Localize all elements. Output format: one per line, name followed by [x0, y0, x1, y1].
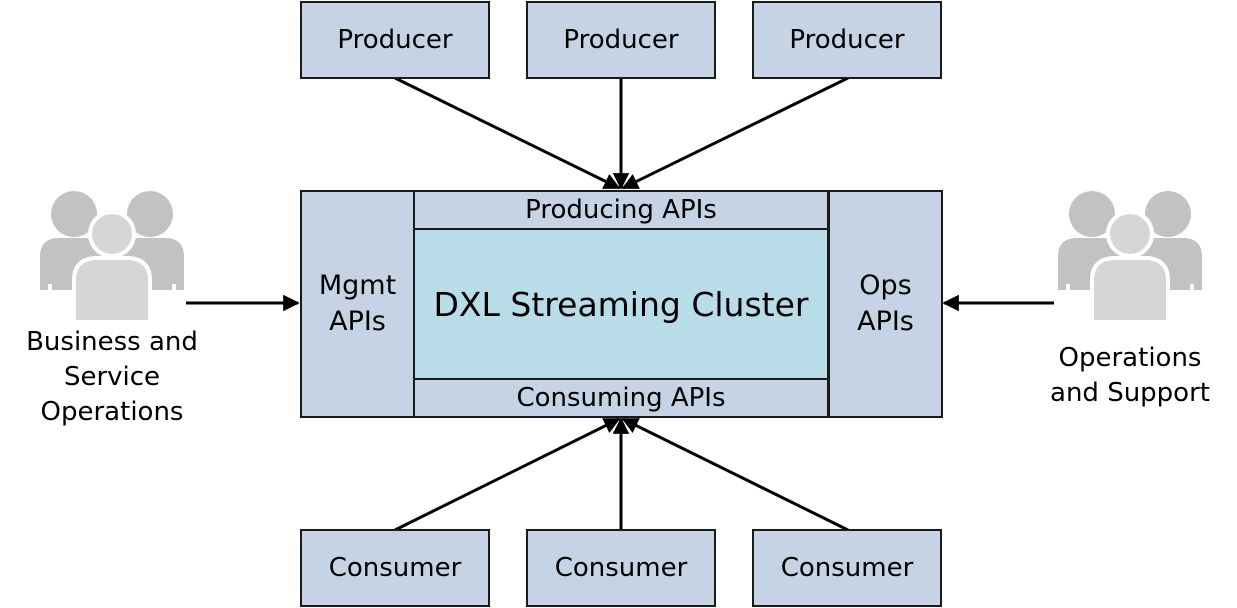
mgmt-apis-line2: APIs — [329, 306, 386, 337]
business-label-line2: Service — [63, 362, 161, 392]
producer-box-2: Producer — [526, 1, 716, 79]
people-group-icon — [40, 191, 184, 322]
business-label-line1: Business and — [26, 327, 198, 357]
producer-3-arrow — [621, 76, 849, 190]
mgmt-apis-box: Mgmt APIs — [300, 190, 415, 418]
business-service-operations-label: Business and Service Operations — [4, 325, 220, 430]
business-label-line3: Operations — [40, 397, 184, 427]
mgmt-apis-line1: Mgmt — [318, 270, 397, 301]
producer-1-arrow — [394, 76, 621, 190]
producing-apis-bar: Producing APIs — [413, 190, 829, 230]
operations-support-label: Operations and Support — [1022, 341, 1237, 411]
consumer-1-arrow — [394, 417, 621, 532]
ops-apis-line1: Ops — [859, 270, 912, 301]
operations-label-line1: Operations — [1058, 343, 1202, 373]
producer-box-3: Producer — [752, 1, 942, 79]
consumer-box-2: Consumer — [526, 529, 716, 607]
people-group-icon — [1058, 191, 1202, 322]
consumer-box-1: Consumer — [300, 529, 490, 607]
ops-apis-line2: APIs — [857, 306, 914, 337]
consumer-box-3: Consumer — [752, 529, 942, 607]
ops-apis-box: Ops APIs — [828, 190, 943, 418]
operations-label-line2: and Support — [1050, 378, 1210, 408]
producer-box-1: Producer — [300, 1, 490, 79]
streaming-cluster-core: DXL Streaming Cluster — [413, 228, 829, 380]
consumer-3-arrow — [621, 417, 849, 532]
consuming-apis-bar: Consuming APIs — [413, 378, 829, 418]
